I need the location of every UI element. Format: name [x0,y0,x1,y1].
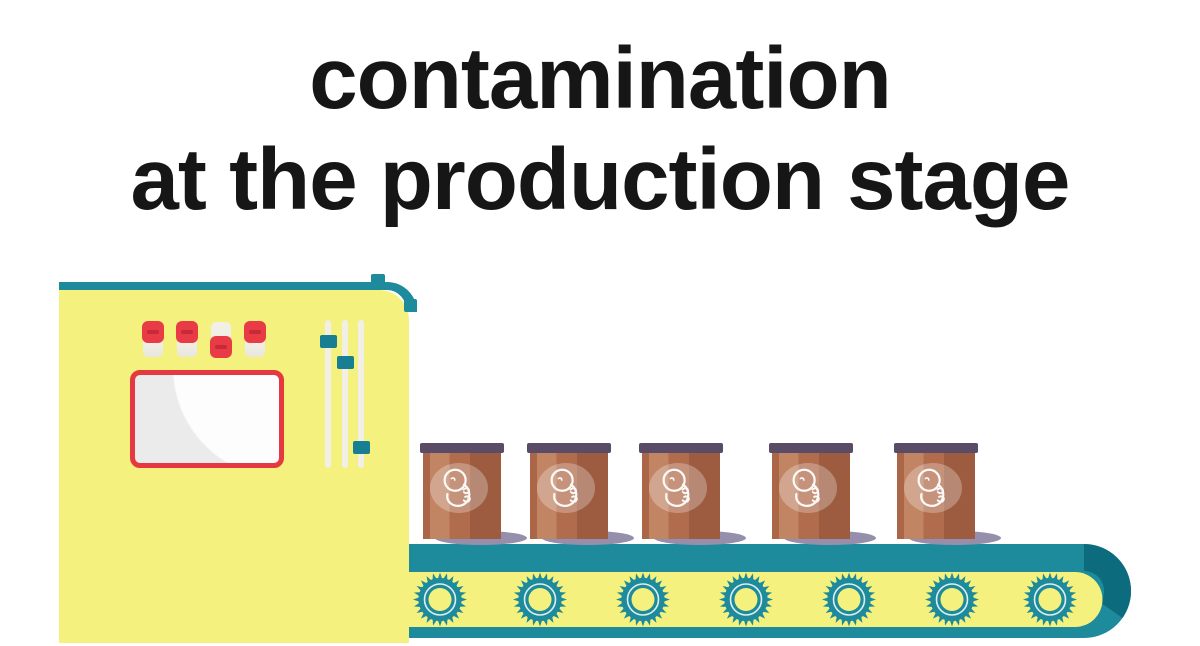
slider-track-3 [358,320,364,468]
slider-handle-3[interactable] [352,441,370,454]
can-label [537,463,595,513]
can-body [423,453,501,539]
title-line-2: at the production stage [130,131,1071,228]
toggle-knob-mark [181,330,193,334]
slider-handle-2[interactable] [336,356,354,369]
slider-track-1 [325,320,331,468]
title-line-1: contamination [309,30,892,127]
toggle-knob-mark [249,330,261,334]
gear-icon [513,572,567,627]
slider-track-2 [342,320,348,468]
can-item-1 [420,443,527,545]
toggle-knob[interactable] [244,321,266,343]
gear-icon [719,572,773,627]
fetus-icon [443,468,471,507]
can-item-5 [894,443,1001,545]
fetus-icon [792,468,820,507]
toggle-switch-1[interactable] [142,321,164,358]
can-lid [894,443,978,453]
can-body [530,453,608,539]
toggle-knob-mark [147,330,159,334]
can-item-3 [639,443,746,545]
machine-top-knob [371,274,385,283]
can-body [772,453,850,539]
fetus-icon [550,468,578,507]
toggle-switch-4[interactable] [244,321,266,358]
can-lid [420,443,504,453]
can-item-4 [769,443,876,545]
toggle-knob-mark [215,345,227,349]
toggle-knob[interactable] [142,321,164,343]
fetus-icon [662,468,690,507]
gear-icon [413,572,467,627]
can-body [897,453,975,539]
can-lid [769,443,853,453]
toggle-knob[interactable] [176,321,198,343]
can-label [779,463,837,513]
conveyor-belt [409,544,1131,638]
gear-icon [925,572,979,627]
gear-icon [1023,572,1077,627]
page-title: contamination at the production stage [0,28,1200,230]
slider-handle-1[interactable] [319,335,337,348]
gear-icon [616,572,670,627]
can-lid [639,443,723,453]
gear-icon [822,572,876,627]
machine-frame-end [404,299,417,312]
belt-shading [1084,544,1131,618]
can-label [904,463,962,513]
toggle-switch-3[interactable] [210,321,232,358]
can-item-2 [527,443,634,545]
fetus-icon [917,468,945,507]
can-lid [527,443,611,453]
can-label [649,463,707,513]
toggle-switch-2[interactable] [176,321,198,358]
can-label [430,463,488,513]
machine-top-frame [59,282,417,312]
can-body [642,453,720,539]
machine-screen [130,370,284,468]
toggle-knob[interactable] [210,336,232,358]
